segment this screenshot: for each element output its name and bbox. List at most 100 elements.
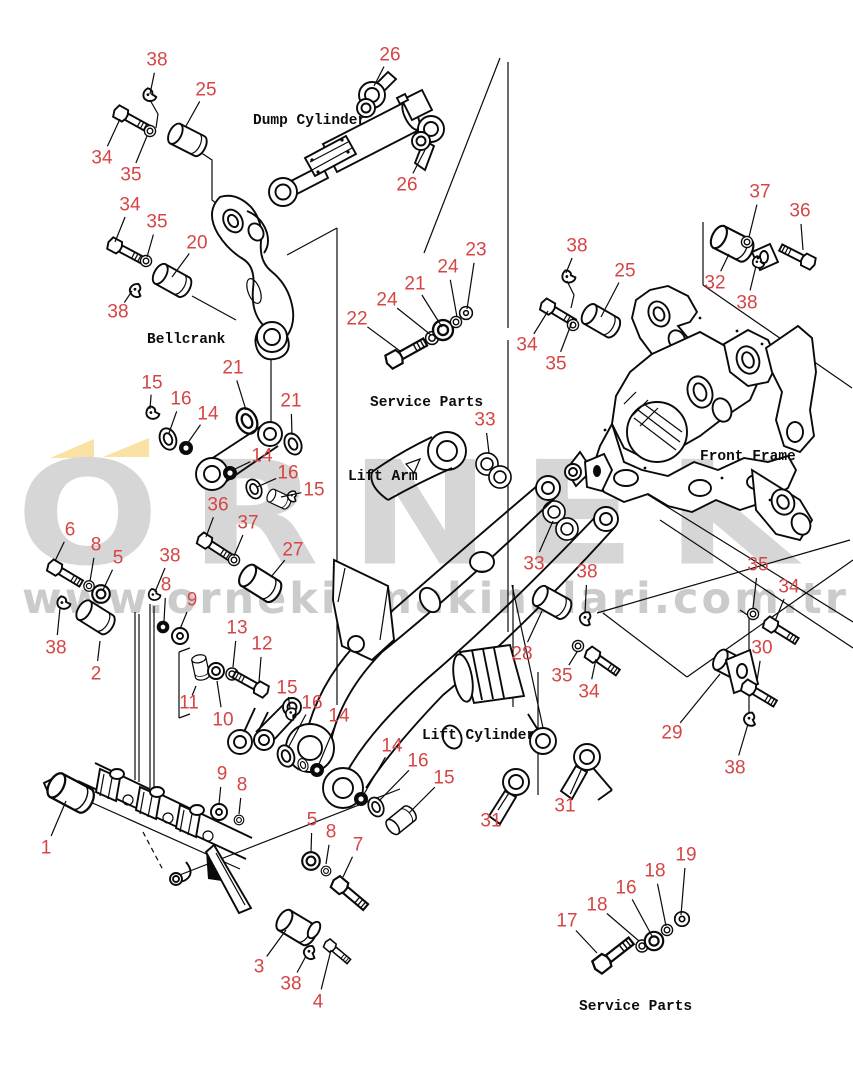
callout-16: 16 [407,750,429,772]
bellcrank-pin-sets [104,85,211,301]
callout-37: 37 [237,512,259,534]
callout-12: 12 [251,633,273,655]
callout-25: 25 [614,260,636,282]
callout-36: 36 [207,494,229,516]
callout-38: 38 [736,292,758,314]
callout-38: 38 [107,301,129,323]
dump-cylinder-drawing [268,70,445,207]
callout-9: 9 [186,589,198,611]
callout-38: 38 [45,637,67,659]
callout-16: 16 [301,692,323,714]
callout-38: 38 [566,235,588,257]
callout-8: 8 [160,574,172,596]
callout-24: 24 [376,289,398,311]
callout-8: 8 [236,774,248,796]
callout-27: 27 [282,539,304,561]
watermark-triangle-icon [50,439,94,458]
callout-38: 38 [576,561,598,583]
callout-leader-lines [50,66,804,990]
watermark-brand: ORNEK [16,430,827,598]
section-label-dump-cylinder: Dump Cylinder [253,113,367,129]
callout-2: 2 [90,663,102,685]
section-label-service-parts-top: Service Parts [370,395,484,411]
callout-22: 22 [346,308,368,330]
callout-31: 31 [554,795,576,817]
callout-9: 9 [216,763,228,785]
callout-38: 38 [146,49,168,71]
callout-21: 21 [222,357,244,379]
callout-21: 21 [404,273,426,295]
callout-33: 33 [523,553,545,575]
callout-15: 15 [303,479,325,501]
callout-14: 14 [381,735,403,757]
callout-35: 35 [747,554,769,576]
callout-37: 37 [749,181,771,203]
callout-13: 13 [226,617,248,639]
callout-35: 35 [120,164,142,186]
lift-arms-drawing [227,475,619,838]
bellcrank-drawing [211,194,295,361]
callout-5: 5 [112,547,124,569]
callout-18: 18 [644,860,666,882]
callout-17: 17 [556,910,578,932]
callout-14: 14 [251,445,273,467]
callout-16: 16 [615,877,637,899]
bucket-bracket-drawing [42,762,372,967]
section-label-service-parts-bottom: Service Parts [579,999,693,1015]
callout-28: 28 [511,643,533,665]
callout-10: 10 [212,709,234,731]
callout-34: 34 [516,334,538,356]
callout-26: 26 [379,44,401,66]
callout-1: 1 [40,837,52,859]
bellcrank-link-drawing [143,403,306,511]
callout-6: 6 [64,519,76,541]
callout-34: 34 [578,681,600,703]
callout-35: 35 [545,353,567,375]
callout-38: 38 [159,545,181,567]
callout-16: 16 [170,388,192,410]
callout-32: 32 [704,272,726,294]
callout-35: 35 [146,211,168,233]
callout-20: 20 [186,232,208,254]
callout-21: 21 [280,390,302,412]
callout-8: 8 [325,821,337,843]
callout-3: 3 [253,956,265,978]
callout-11: 11 [179,692,199,714]
section-label-lift-arm: Lift Arm [348,469,418,485]
callout-36: 36 [789,200,811,222]
pin-32-assembly [706,222,819,272]
callout-35: 35 [551,665,573,687]
callout-16: 16 [277,462,299,484]
callout-15: 15 [276,677,298,699]
callout-38: 38 [724,757,746,779]
frame-pin-set [537,266,625,341]
callout-15: 15 [141,372,163,394]
callout-15: 15 [433,767,455,789]
callout-19: 19 [675,844,697,866]
callout-25: 25 [195,79,217,101]
mount-plate-drawing [332,558,395,662]
callout-34: 34 [119,194,141,216]
front-frame-drawing [564,256,817,542]
callout-18: 18 [586,894,608,916]
callout-14: 14 [328,705,350,727]
callout-24: 24 [437,256,459,278]
section-label-lift-cylinder: Lift Cylinder [422,728,536,744]
callout-4: 4 [312,991,324,1013]
callout-30: 30 [751,637,773,659]
callout-8: 8 [90,534,102,556]
lift-cylinder-drawing [452,582,802,826]
callout-34: 34 [778,576,800,598]
callout-26: 26 [396,174,418,196]
callout-29: 29 [661,722,683,744]
lift-arm-stub-drawing [370,431,467,501]
callout-34: 34 [91,147,113,169]
callout-5: 5 [306,809,318,831]
section-label-front-frame: Front Frame [700,449,796,465]
callout-7: 7 [352,834,364,856]
section-label-bellcrank: Bellcrank [147,332,226,348]
watermark-triangle-icon [103,438,149,457]
